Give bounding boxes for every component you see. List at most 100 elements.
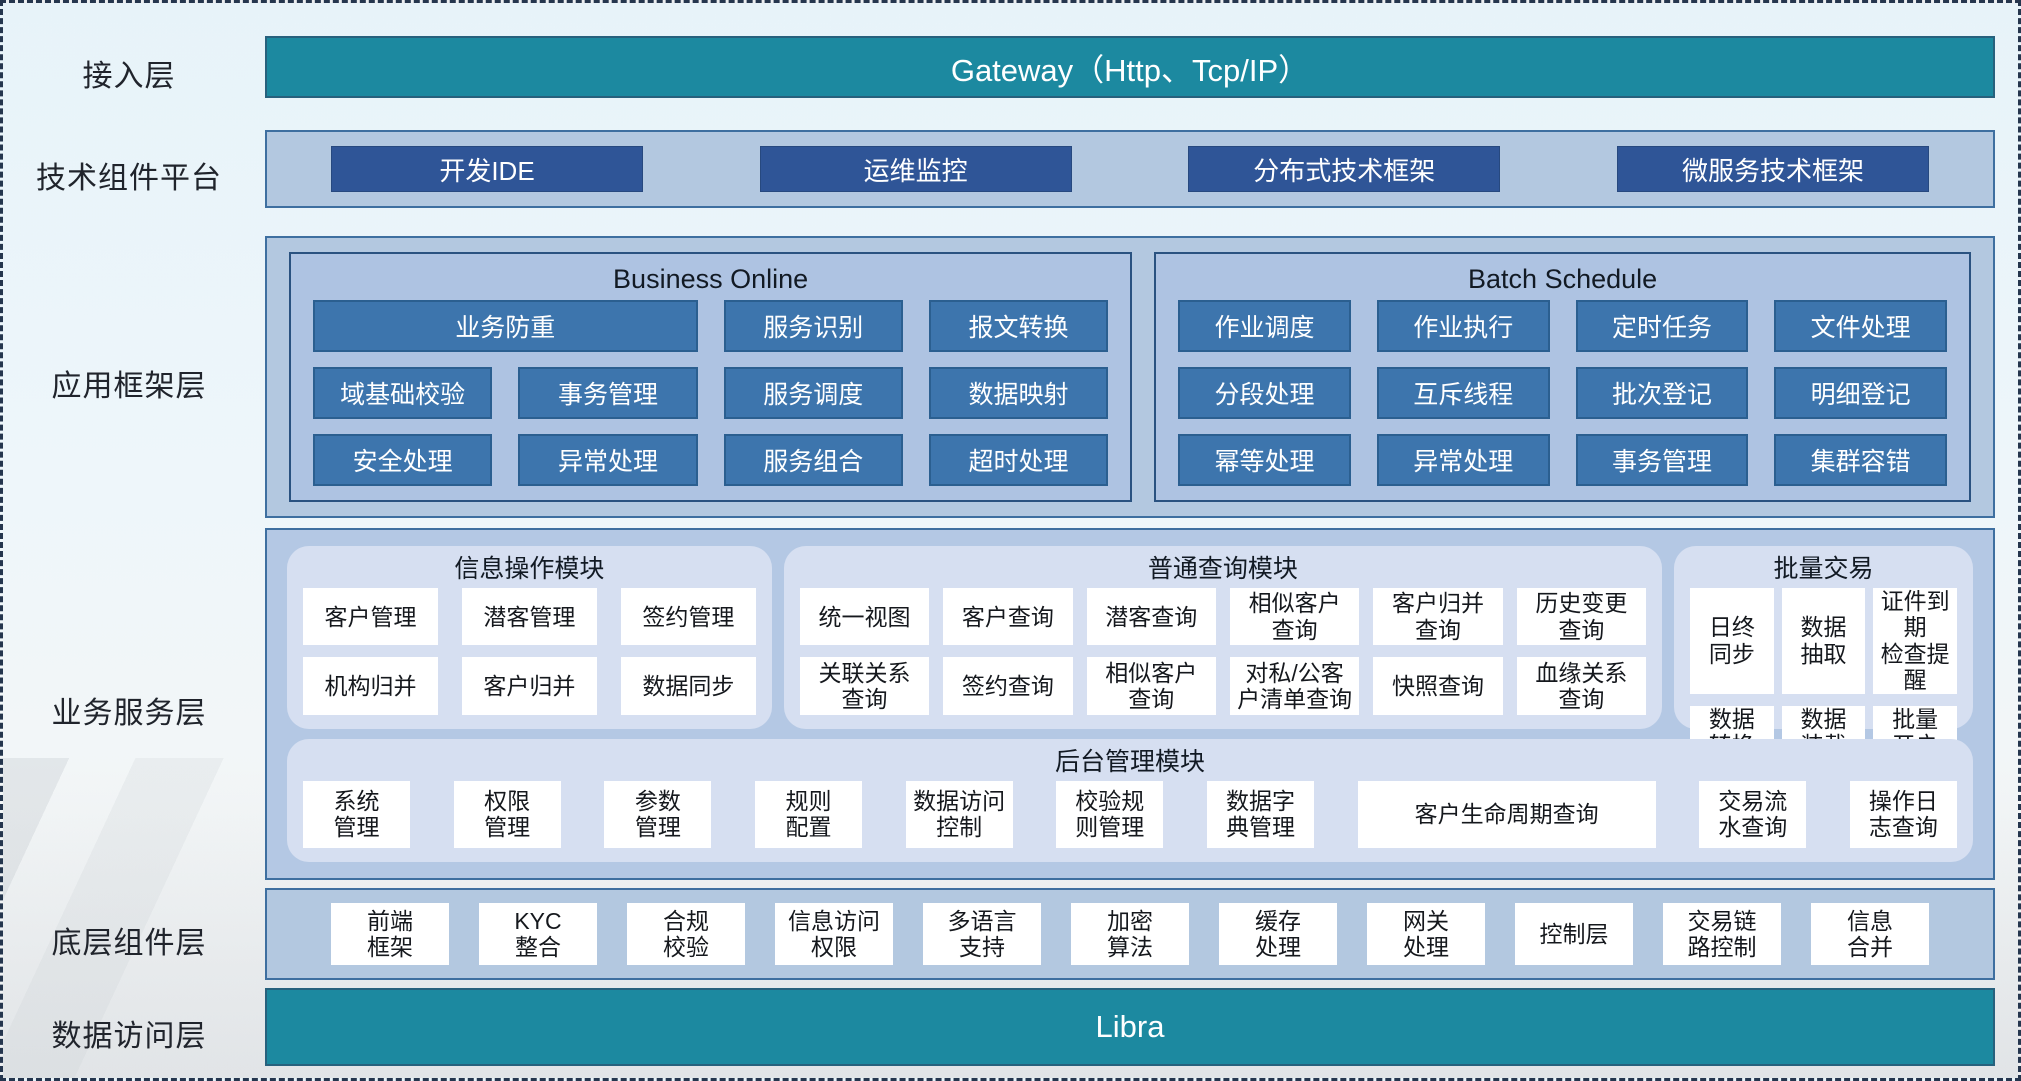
base-component-block: KYC 整合 bbox=[479, 903, 597, 965]
layer-label-biz: 业务服务层 bbox=[51, 697, 207, 730]
layer-label-app: 应用框架层 bbox=[51, 370, 207, 403]
batch-schedule-block: 集群容错 bbox=[1774, 434, 1947, 486]
batch-schedule-block: 明细登记 bbox=[1774, 367, 1947, 419]
admin-block: 数据字 典管理 bbox=[1206, 780, 1314, 848]
tech-component-block: 微服务技术框架 bbox=[1616, 146, 1929, 192]
common-query-block: 相似客户 查询 bbox=[1229, 588, 1360, 646]
batch-schedule-block: 批次登记 bbox=[1575, 367, 1749, 419]
base-component-block: 多语言 支持 bbox=[923, 903, 1041, 965]
base-component-block: 信息访问 权限 bbox=[775, 903, 893, 965]
admin-block: 操作日 志查询 bbox=[1849, 780, 1957, 848]
business-online-block: 服务识别 bbox=[723, 300, 903, 352]
business-online-grid: 业务防重服务识别报文转换域基础校验事务管理服务调度数据映射安全处理异常处理服务组… bbox=[313, 300, 1109, 486]
layer-label-base: 底层组件层 bbox=[51, 927, 207, 960]
admin-block: 规则 配置 bbox=[754, 780, 862, 848]
business-online-block: 服务调度 bbox=[723, 367, 903, 419]
admin-module-row: 系统 管理权限 管理参数 管理规则 配置数据访问 控制校验规 则管理数据字 典管… bbox=[303, 780, 1957, 848]
common-query-block: 血缘关系 查询 bbox=[1516, 657, 1647, 715]
business-online-block: 异常处理 bbox=[518, 434, 698, 486]
admin-block: 交易流 水查询 bbox=[1699, 780, 1807, 848]
batch-trade-block: 日终 同步 bbox=[1690, 588, 1774, 694]
batch-schedule-block: 幂等处理 bbox=[1178, 434, 1351, 486]
admin-block: 校验规 则管理 bbox=[1056, 780, 1164, 848]
tech-component-block: 开发IDE bbox=[331, 146, 643, 192]
business-online-block: 事务管理 bbox=[518, 367, 698, 419]
batch-schedule-grid: 作业调度作业执行定时任务文件处理分段处理互斥线程批次登记明细登记幂等处理异常处理… bbox=[1178, 300, 1947, 486]
business-online-block: 报文转换 bbox=[928, 300, 1109, 352]
info-ops-block: 潜客管理 bbox=[461, 588, 597, 646]
batch-schedule-block: 作业调度 bbox=[1178, 300, 1351, 352]
common-query-block: 统一视图 bbox=[799, 588, 930, 646]
batch-schedule-title: Batch Schedule bbox=[1468, 264, 1658, 294]
admin-block: 权限 管理 bbox=[453, 780, 561, 848]
tech-component-block: 运维监控 bbox=[759, 146, 1072, 192]
batch-schedule-block: 异常处理 bbox=[1376, 434, 1550, 486]
business-online-block: 数据映射 bbox=[928, 367, 1109, 419]
business-online-block: 域基础校验 bbox=[313, 367, 493, 419]
common-query-grid: 统一视图客户查询潜客查询相似客户 查询客户归并 查询历史变更 查询关联关系 查询… bbox=[799, 588, 1647, 715]
libra-bar: Libra bbox=[265, 988, 1995, 1066]
business-service-row: 信息操作模块 客户管理潜客管理签约管理机构归并客户归并数据同步 普通查询模块 统… bbox=[265, 528, 1995, 880]
base-component-block: 交易链 路控制 bbox=[1663, 903, 1781, 965]
base-component-block: 前端 框架 bbox=[331, 903, 449, 965]
admin-block: 系统 管理 bbox=[303, 780, 410, 848]
batch-trade-block: 数据 抽取 bbox=[1781, 588, 1866, 694]
batch-trade-title: 批量交易 bbox=[1773, 555, 1874, 583]
admin-block: 客户生命周期查询 bbox=[1357, 780, 1656, 848]
info-ops-grid: 客户管理潜客管理签约管理机构归并客户归并数据同步 bbox=[303, 588, 756, 715]
tech-component-block: 分布式技术框架 bbox=[1188, 146, 1501, 192]
common-query-block: 快照查询 bbox=[1373, 657, 1503, 715]
common-query-block: 历史变更 查询 bbox=[1516, 588, 1647, 646]
base-component-block: 缓存 处理 bbox=[1219, 903, 1337, 965]
common-query-block: 客户归并 查询 bbox=[1373, 588, 1503, 646]
tech-platform-row: 开发IDE 运维监控 分布式技术框架 微服务技术框架 bbox=[265, 130, 1995, 208]
base-component-block: 控制层 bbox=[1515, 903, 1633, 965]
libra-bar-label: Libra bbox=[1095, 1009, 1165, 1044]
base-component-block: 网关 处理 bbox=[1367, 903, 1485, 965]
common-query-block: 关联关系 查询 bbox=[799, 657, 930, 715]
business-online-block: 业务防重 bbox=[313, 300, 698, 352]
base-component-block: 合规 校验 bbox=[627, 903, 745, 965]
business-online-panel: Business Online 业务防重服务识别报文转换域基础校验事务管理服务调… bbox=[289, 252, 1133, 502]
batch-schedule-block: 事务管理 bbox=[1575, 434, 1749, 486]
business-service-top: 信息操作模块 客户管理潜客管理签约管理机构归并客户归并数据同步 普通查询模块 统… bbox=[287, 546, 1973, 759]
info-ops-block: 客户管理 bbox=[303, 588, 438, 646]
admin-block: 参数 管理 bbox=[604, 780, 712, 848]
common-query-block: 签约查询 bbox=[943, 657, 1073, 715]
layer-label-data-access: 数据访问层 bbox=[51, 1020, 207, 1053]
base-component-block: 信息 合并 bbox=[1811, 903, 1929, 965]
info-ops-block: 签约管理 bbox=[620, 588, 756, 646]
gateway-bar-label: Gateway（Http、Tcp/IP） bbox=[950, 52, 1310, 88]
business-online-block: 安全处理 bbox=[313, 434, 493, 486]
common-query-block: 客户查询 bbox=[943, 588, 1073, 646]
admin-block: 数据访问 控制 bbox=[905, 780, 1013, 848]
common-query-title: 普通查询模块 bbox=[1147, 555, 1298, 583]
common-query-module: 普通查询模块 统一视图客户查询潜客查询相似客户 查询客户归并 查询历史变更 查询… bbox=[783, 546, 1663, 729]
business-online-block: 超时处理 bbox=[928, 434, 1109, 486]
batch-trade-block: 证件到期 检查提醒 bbox=[1873, 588, 1957, 694]
admin-module-title: 后台管理模块 bbox=[1054, 747, 1205, 776]
layer-label-tech: 技术组件平台 bbox=[36, 162, 222, 195]
layer-label-access: 接入层 bbox=[82, 60, 176, 93]
batch-schedule-block: 互斥线程 bbox=[1376, 367, 1550, 419]
info-ops-block: 客户归并 bbox=[461, 657, 597, 715]
base-components-row: 前端 框架 KYC 整合合规 校验信息访问 权限多语言 支持加密 算法缓存 处理网… bbox=[265, 888, 1995, 980]
batch-schedule-block: 分段处理 bbox=[1178, 367, 1351, 419]
common-query-block: 相似客户 查询 bbox=[1086, 657, 1216, 715]
app-framework-row: Business Online 业务防重服务识别报文转换域基础校验事务管理服务调… bbox=[265, 236, 1995, 518]
batch-schedule-block: 文件处理 bbox=[1774, 300, 1947, 352]
gateway-bar: Gateway（Http、Tcp/IP） bbox=[265, 36, 1995, 98]
business-online-block: 服务组合 bbox=[723, 434, 903, 486]
common-query-block: 对私/公客 户清单查询 bbox=[1229, 657, 1360, 715]
info-ops-block: 数据同步 bbox=[620, 657, 756, 715]
business-online-title: Business Online bbox=[613, 264, 809, 294]
base-component-block: 加密 算法 bbox=[1071, 903, 1189, 965]
info-ops-block: 机构归并 bbox=[303, 657, 438, 715]
batch-schedule-block: 作业执行 bbox=[1376, 300, 1550, 352]
info-ops-title: 信息操作模块 bbox=[454, 555, 605, 583]
batch-schedule-panel: Batch Schedule 作业调度作业执行定时任务文件处理分段处理互斥线程批… bbox=[1154, 252, 1971, 502]
common-query-block: 潜客查询 bbox=[1086, 588, 1216, 646]
info-ops-module: 信息操作模块 客户管理潜客管理签约管理机构归并客户归并数据同步 bbox=[287, 546, 772, 729]
